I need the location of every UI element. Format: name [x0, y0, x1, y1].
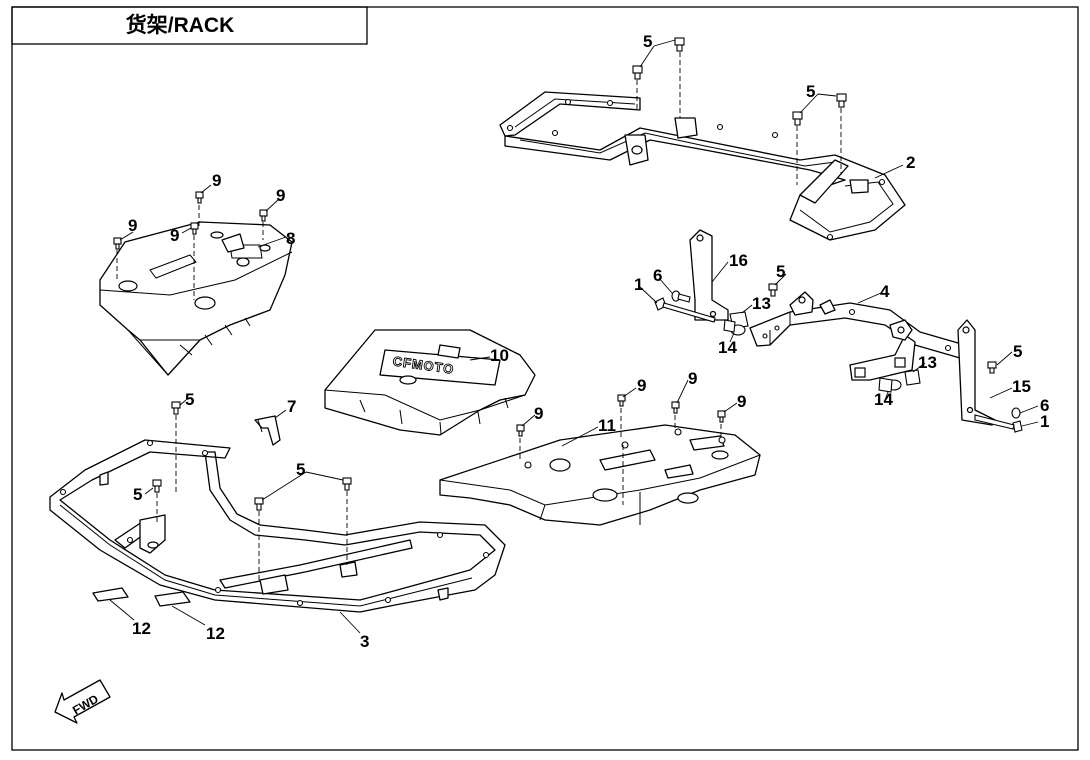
callout-5: 5	[133, 485, 142, 504]
screw-icon	[113, 191, 268, 250]
callout-14: 14	[874, 390, 893, 409]
forward-direction-arrow-icon: FWD	[54, 679, 111, 724]
part-clip	[254, 415, 281, 446]
callout-11: 11	[598, 416, 616, 435]
callout-13: 13	[918, 353, 937, 372]
bolt-icon	[632, 37, 847, 126]
callout-9: 9	[534, 404, 543, 423]
callout-9: 9	[170, 226, 179, 245]
callout-14: 14	[718, 338, 737, 357]
callout-3: 3	[360, 632, 369, 651]
screw-icon	[516, 394, 726, 437]
callout-labels: 5 5 2 9 9 9 9 8 16 1 6 5 4 13 14 10 5 13…	[128, 32, 1049, 651]
bushing-icon	[723, 311, 749, 336]
callout-1: 1	[1040, 412, 1049, 431]
callout-9: 9	[737, 392, 746, 411]
callout-13: 13	[752, 294, 771, 313]
callout-6: 6	[1040, 396, 1049, 415]
callout-8: 8	[286, 229, 295, 248]
callout-9: 9	[128, 216, 137, 235]
part-front-support-bracket-left	[689, 229, 729, 321]
callout-16: 16	[729, 251, 748, 270]
part-front-rack-frame	[49, 439, 506, 613]
part-rear-rack-cover	[99, 221, 293, 376]
part-front-rack-support	[749, 291, 966, 359]
callout-9: 9	[212, 171, 221, 190]
callout-4: 4	[880, 282, 890, 301]
bolt-icon	[987, 361, 997, 374]
bolt-icon	[152, 401, 352, 511]
callout-12: 12	[132, 619, 151, 638]
callout-5: 5	[1013, 342, 1022, 361]
page-title: 货架/RACK	[126, 13, 235, 37]
callout-5: 5	[643, 32, 652, 51]
drawing-border	[11, 6, 1079, 751]
callout-7: 7	[287, 397, 296, 416]
part-front-support-bracket-right	[957, 319, 996, 426]
title-box	[11, 6, 368, 45]
callout-5: 5	[806, 82, 815, 101]
callout-5: 5	[185, 390, 194, 409]
callout-2: 2	[906, 153, 915, 172]
bolt-and-washer-icon	[654, 290, 716, 323]
callout-5: 5	[776, 262, 785, 281]
part-front-rack-plate	[439, 424, 761, 526]
callout-9: 9	[688, 369, 697, 388]
callout-12: 12	[206, 624, 225, 643]
callout-9: 9	[637, 376, 646, 395]
callout-9: 9	[276, 186, 285, 205]
part-rear-rack-frame	[499, 91, 906, 241]
callout-5: 5	[296, 460, 305, 479]
part-reflector	[92, 587, 191, 607]
bolt-icon	[768, 283, 778, 297]
part-mounting-bracket	[849, 319, 916, 381]
callout-10: 10	[490, 346, 509, 365]
part-front-rack-cover: CFMOTO	[324, 329, 536, 436]
callout-6: 6	[653, 266, 662, 285]
callout-1: 1	[634, 275, 643, 294]
bolt-and-washer-icon	[974, 407, 1023, 433]
bushing-icon	[878, 369, 921, 393]
callout-15: 15	[1012, 377, 1031, 396]
